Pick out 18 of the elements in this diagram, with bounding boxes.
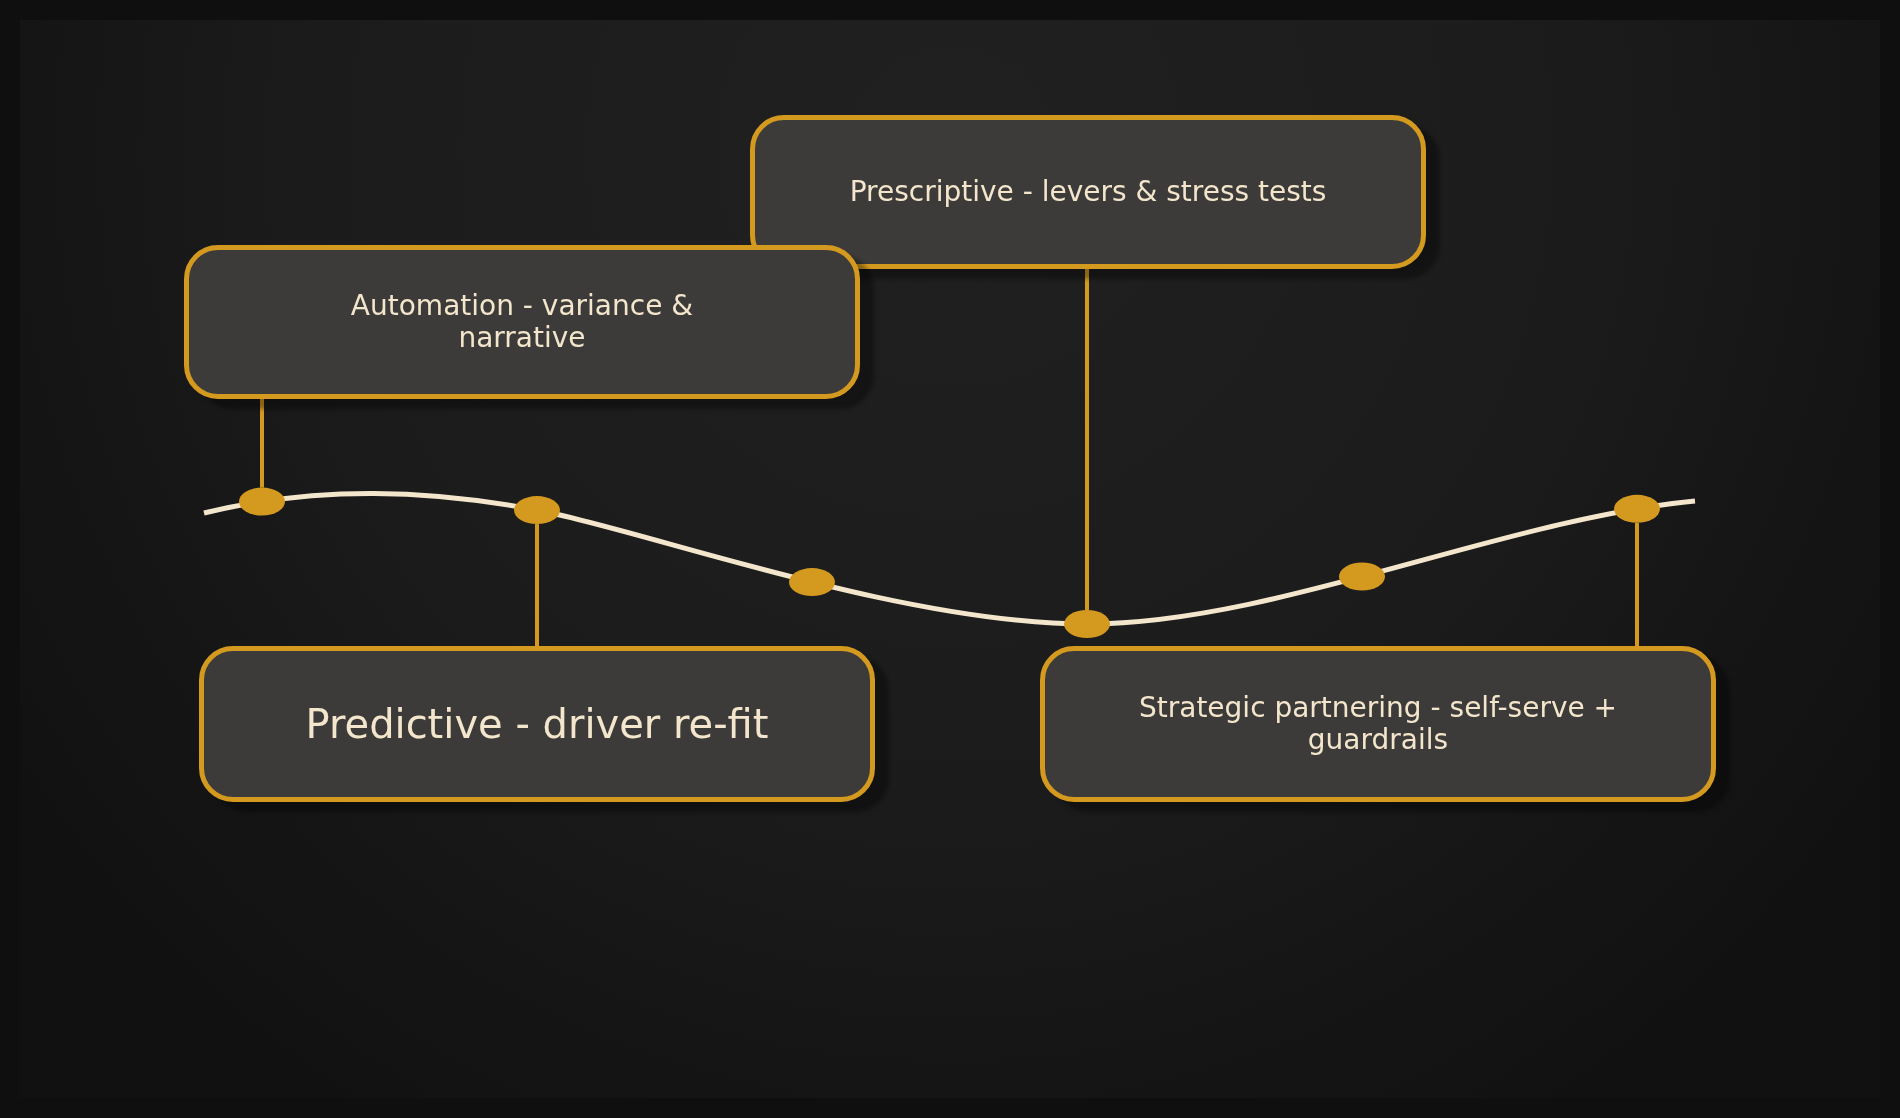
timeline-dot: [789, 568, 835, 597]
timeline-dot: [1614, 494, 1660, 523]
timeline-dot: [239, 487, 285, 516]
timeline-dot: [1339, 562, 1385, 591]
leader-line: [1635, 522, 1639, 646]
stage-label: Predictive - driver re-fit: [305, 701, 769, 747]
leader-line: [535, 524, 539, 646]
stage-box: [1040, 646, 1716, 802]
leader-line: [1085, 269, 1089, 610]
stage-box: [184, 245, 860, 399]
stage-box: [199, 646, 875, 802]
stage-box: [750, 115, 1426, 269]
stage-label: Automation - variance & narrative: [349, 289, 695, 355]
stage-label: Strategic partnering - self-serve + guardrails: [1137, 691, 1619, 757]
timeline-dot: [1064, 610, 1110, 638]
stage-label: Prescriptive - levers & stress tests: [849, 175, 1327, 209]
timeline-dot: [514, 496, 560, 525]
leader-line: [260, 399, 264, 488]
